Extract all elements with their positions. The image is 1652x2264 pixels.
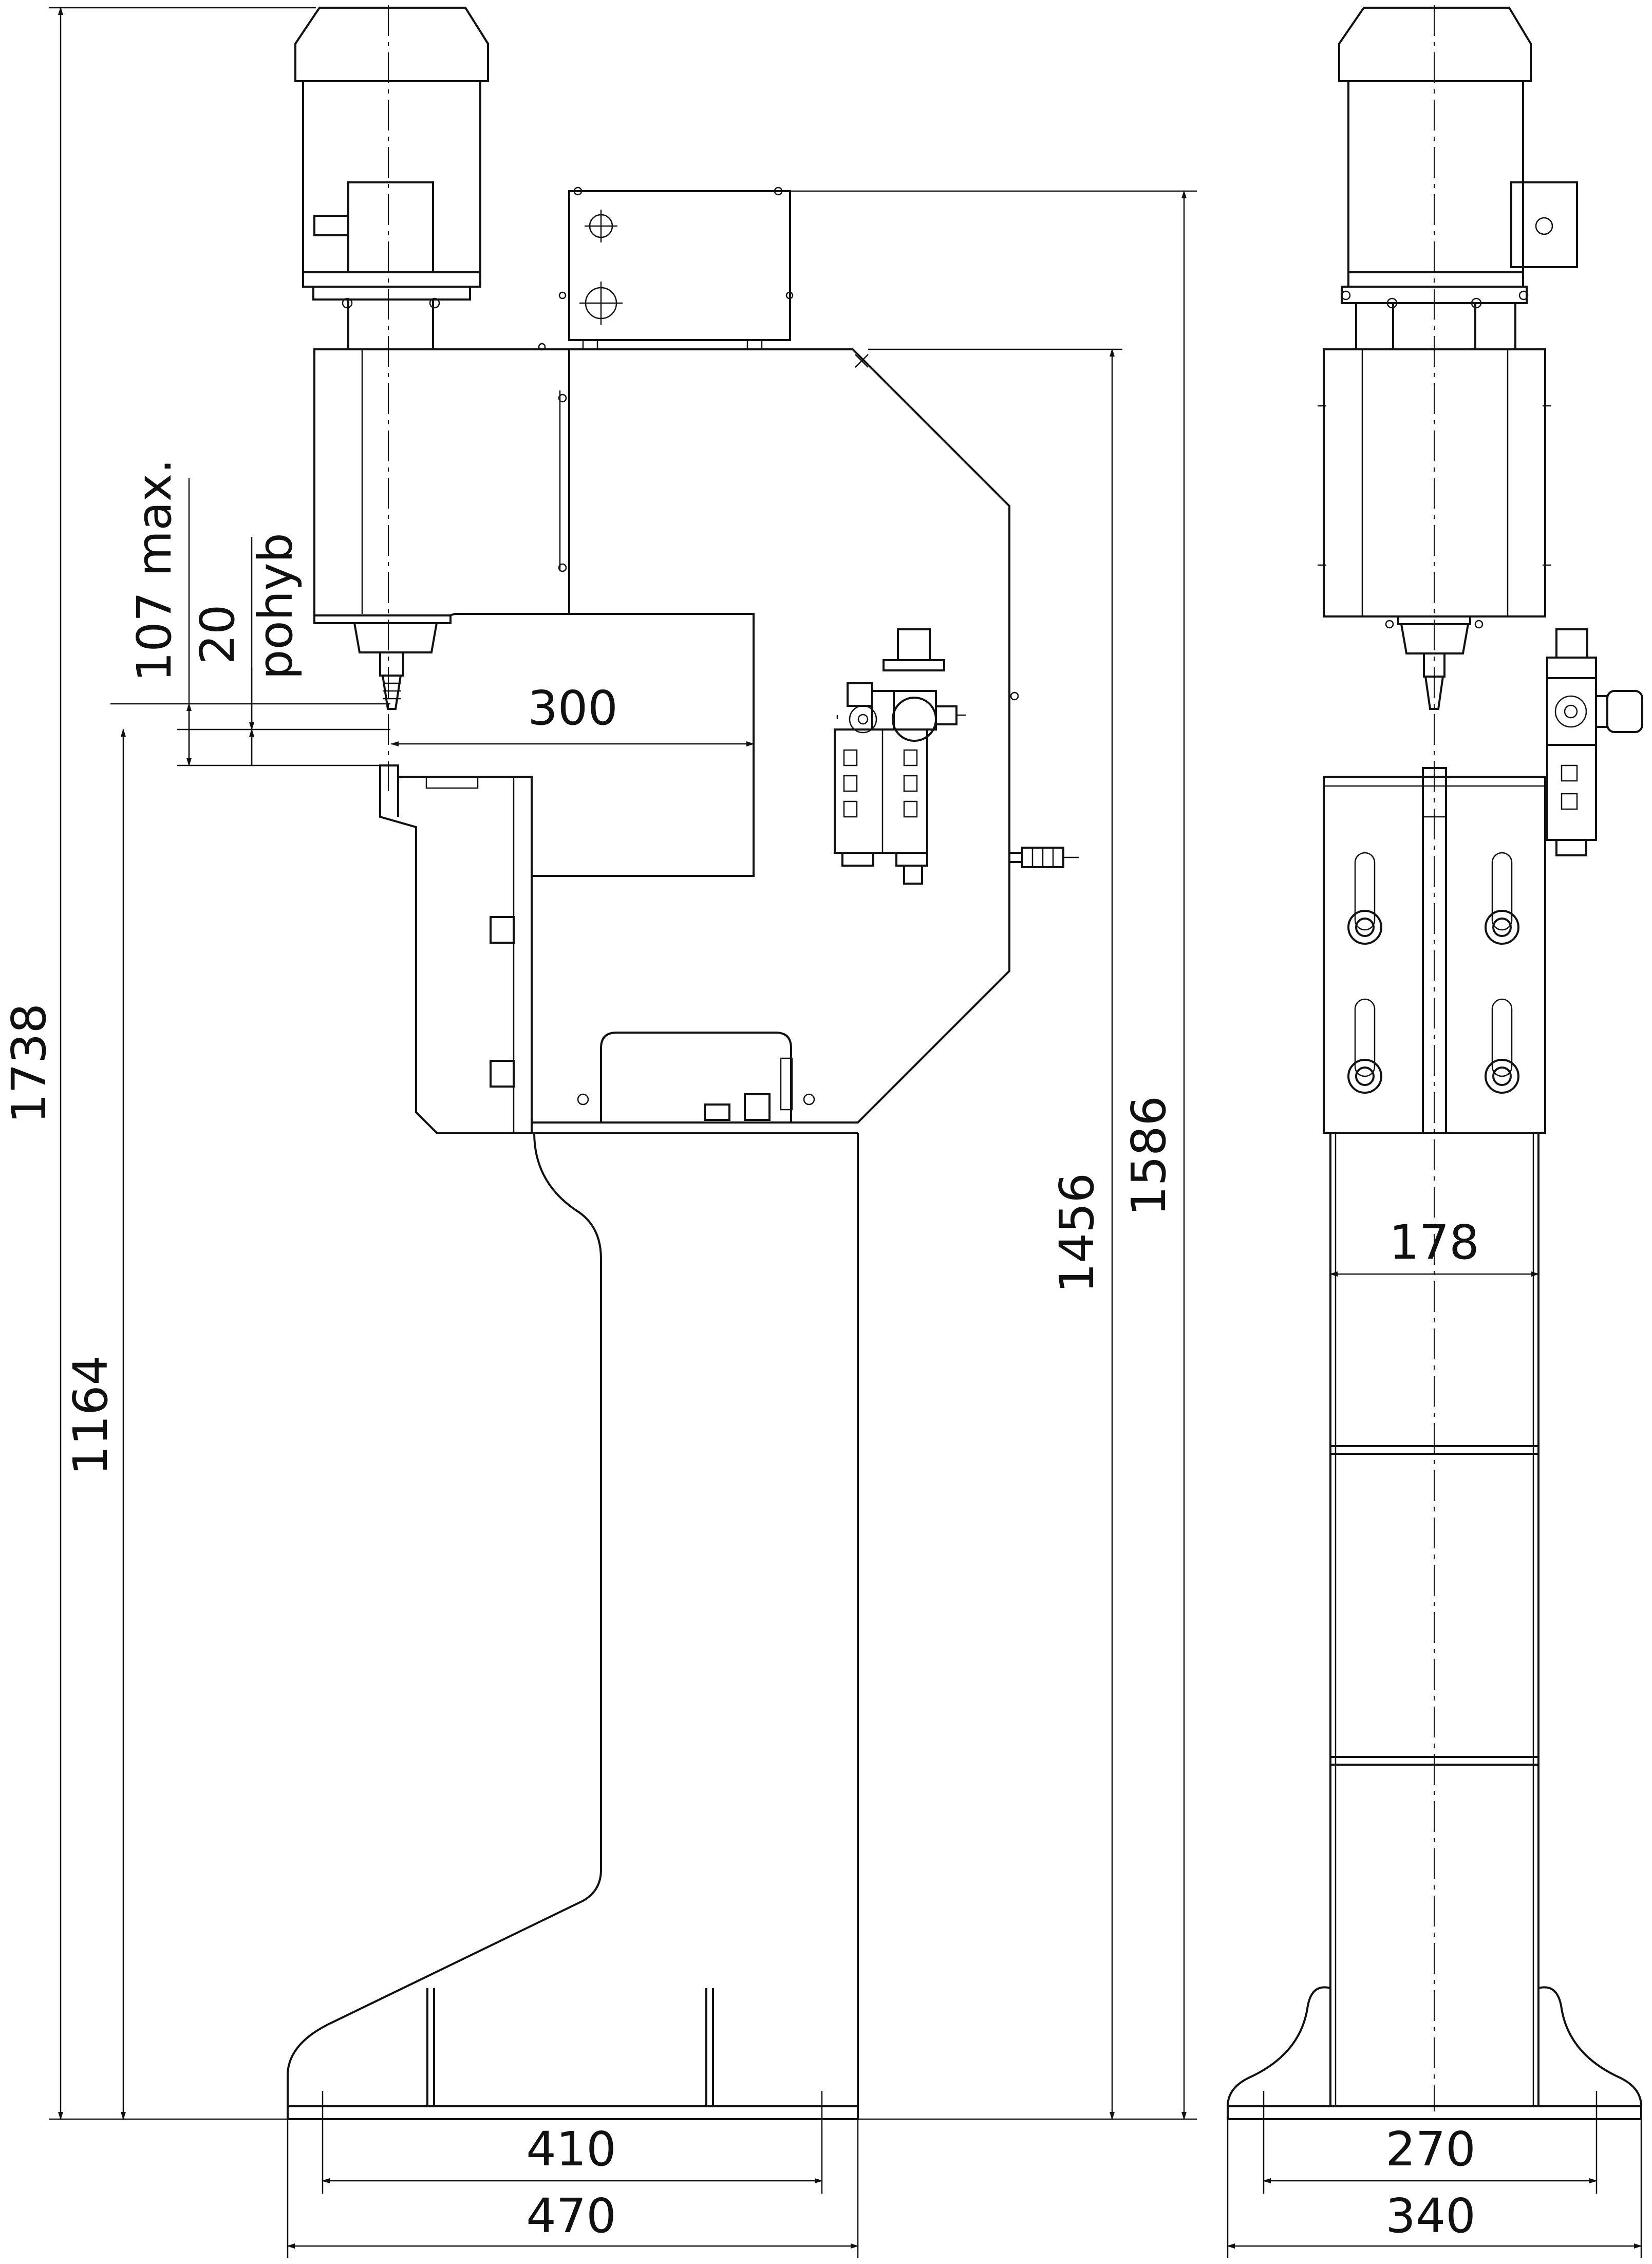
dim-stroke-working: 20: [190, 604, 245, 664]
side-frl-unit: [834, 628, 966, 885]
dimension-labels: 1738 1164 107 max. 20 pohyb 300 1456 158…: [2, 459, 1479, 2243]
side-motor: [294, 7, 489, 350]
front-frl-unit: [1546, 628, 1643, 856]
front-column: [1227, 1132, 1642, 2120]
dim-box-top-height: 1586: [1121, 1096, 1176, 1216]
dim-overall-height: 1738: [2, 1003, 57, 1124]
side-spindle: [313, 614, 452, 710]
dim-stroke-max: 107 max.: [127, 459, 182, 682]
dim-front-base-inner: 270: [1385, 2122, 1476, 2177]
dim-stroke-label: pohyb: [248, 533, 303, 680]
dimension-lines: [49, 7, 1642, 2258]
dim-side-base-inner: 410: [526, 2122, 616, 2177]
dim-throat-depth: 300: [528, 681, 618, 736]
side-table: [379, 764, 533, 1134]
dim-front-base-outer: 340: [1385, 2188, 1476, 2243]
dim-front-column-width: 178: [1389, 1215, 1479, 1270]
front-view: [1227, 5, 1643, 2120]
side-column: [287, 1132, 859, 2120]
dim-side-base-outer: 470: [526, 2188, 616, 2243]
side-view: [287, 5, 1079, 2120]
dim-table-height: 1164: [63, 1355, 118, 1475]
side-air-connector: [1008, 847, 1079, 868]
front-motor: [1338, 7, 1578, 350]
front-head: [1318, 348, 1551, 710]
dim-frame-top-height: 1456: [1049, 1173, 1104, 1293]
side-control-box: [558, 186, 794, 350]
side-frame: [313, 343, 1019, 1124]
